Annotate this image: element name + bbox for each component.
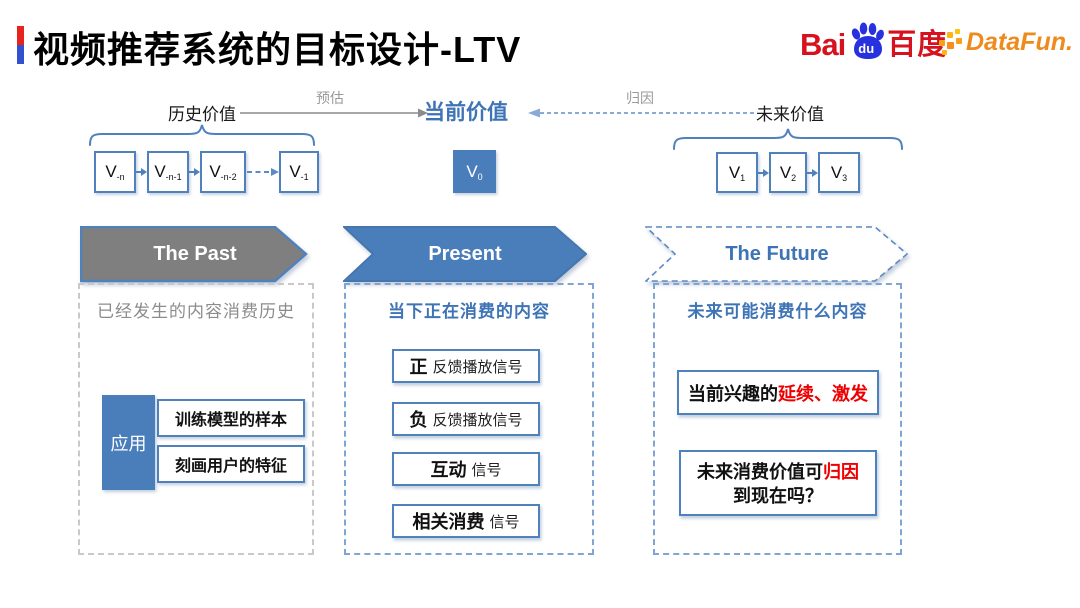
banner-present: Present: [343, 226, 587, 283]
history-brace: [89, 124, 315, 146]
banner-the-past-label: The Past: [153, 243, 237, 265]
banner-the-future: The Future: [645, 226, 909, 283]
future-brace: [673, 128, 903, 150]
predict-arrow: [240, 108, 428, 118]
datafun-logo-text: DataFun.: [966, 28, 1073, 56]
baidu-paw-icon: du: [846, 22, 886, 62]
attribution-question-box: 未来消费价值可归因到现在吗？: [679, 450, 877, 516]
past-column-subtitle: 已经发生的内容消费历史: [97, 302, 295, 321]
current-value-label: 当前价值: [424, 101, 508, 124]
vbox-v-minus-n-2: V-n-2: [200, 151, 246, 193]
future-value-label: 未来价值: [756, 105, 824, 124]
application-box: 应用: [102, 395, 155, 490]
datafun-mosaic-icon: [939, 28, 962, 55]
datafun-logo: DataFun.: [938, 28, 1073, 57]
interest-continuation-box: 当前兴趣的延续、激发: [677, 370, 879, 415]
present-column-subtitle: 当下正在消费的内容: [388, 302, 550, 321]
signal-positive-feedback: 正 反馈播放信号: [392, 349, 540, 383]
history-value-label: 历史价值: [168, 105, 236, 124]
page-title: 视频推荐系统的目标设计-LTV: [33, 29, 522, 70]
baidu-logo-cn-text: 百度: [887, 29, 948, 61]
right-arrow-icon: [136, 168, 147, 176]
banner-the-past: The Past: [80, 226, 310, 283]
banner-the-future-label: The Future: [725, 243, 829, 265]
attribution-arrow: [528, 108, 754, 118]
banner-present-label: Present: [428, 243, 502, 265]
future-column-subtitle: 未来可能消费什么内容: [687, 302, 868, 321]
past-column: 已经发生的内容消费历史 应用 训练模型的样本 刻画用户的特征: [78, 283, 314, 555]
predict-caption: 预估: [316, 90, 344, 106]
right-arrow-icon: [758, 168, 769, 177]
history-boxes-row: V-n V-n-1 V-n-2 V-1: [94, 151, 319, 193]
attribution-caption: 归因: [626, 90, 654, 106]
vbox-v-minus-n: V-n: [94, 151, 136, 193]
accent-bar-red: [17, 26, 24, 45]
accent-bar-blue: [17, 45, 24, 64]
baidu-logo: Bai du 百度: [800, 20, 947, 62]
signal-interaction: 互动 信号: [392, 452, 540, 486]
signal-related-consumption: 相关消费 信号: [392, 504, 540, 538]
title-accent-bar: [17, 26, 24, 64]
vbox-v-minus-n-1: V-n-1: [147, 151, 189, 193]
app-item-training-samples: 训练模型的样本: [157, 399, 305, 437]
right-arrow-icon: [807, 168, 818, 177]
baidu-logo-du-text: du: [858, 41, 875, 56]
vbox-v-minus-1: V-1: [279, 151, 319, 193]
baidu-logo-bai-text: Bai: [800, 27, 846, 62]
app-item-user-features: 刻画用户的特征: [157, 445, 305, 483]
present-column: 当下正在消费的内容 正 反馈播放信号 负 反馈播放信号 互动 信号 相关消费 信…: [344, 283, 594, 555]
dashed-right-arrow-icon: [247, 168, 279, 176]
signal-negative-feedback: 负 反馈播放信号: [392, 402, 540, 436]
right-arrow-icon: [189, 168, 200, 176]
future-column: 未来可能消费什么内容 当前兴趣的延续、激发 未来消费价值可归因到现在吗？: [653, 283, 902, 555]
